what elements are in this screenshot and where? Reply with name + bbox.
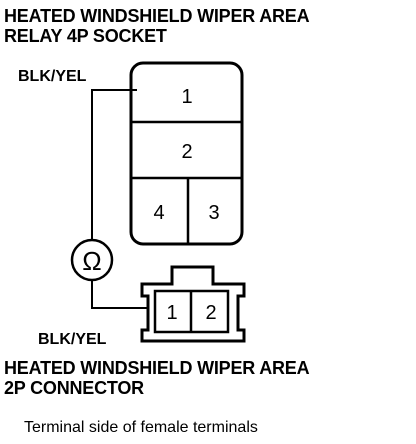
relay-socket-outline (129, 61, 244, 246)
relay-terminal-3: 3 (208, 202, 219, 224)
connector-title-line2: 2P CONNECTOR (4, 378, 144, 398)
connector-2p: 1 2 (140, 265, 246, 343)
connector-terminal-2: 2 (205, 302, 216, 324)
relay-socket: 1 2 4 3 (129, 61, 244, 246)
lead-bottom-wire (91, 280, 148, 309)
wire-label-bottom: BLK/YEL (38, 331, 107, 348)
ohmmeter: Ω (70, 238, 114, 282)
ohm-symbol: Ω (82, 246, 101, 276)
test-leads (91, 89, 148, 309)
relay-socket-title: HEATED WINDSHIELD WIPER AREA RELAY 4P SO… (4, 6, 310, 46)
connector-title-line1: HEATED WINDSHIELD WIPER AREA (4, 358, 310, 378)
relay-terminal-2: 2 (181, 141, 192, 163)
connector-terminal-1: 1 (166, 302, 177, 324)
terminal-side-caption: Terminal side of female terminals (24, 419, 258, 436)
relay-terminal-4: 4 (153, 202, 164, 224)
relay-terminal-1: 1 (181, 86, 192, 108)
connector-title: HEATED WINDSHIELD WIPER AREA 2P CONNECTO… (4, 358, 310, 398)
ohmmeter-icon (70, 238, 114, 282)
wire-label-top: BLK/YEL (18, 68, 87, 85)
relay-socket-title-line2: RELAY 4P SOCKET (4, 26, 167, 46)
lead-top-wire (91, 89, 137, 240)
relay-socket-title-line1: HEATED WINDSHIELD WIPER AREA (4, 6, 310, 26)
